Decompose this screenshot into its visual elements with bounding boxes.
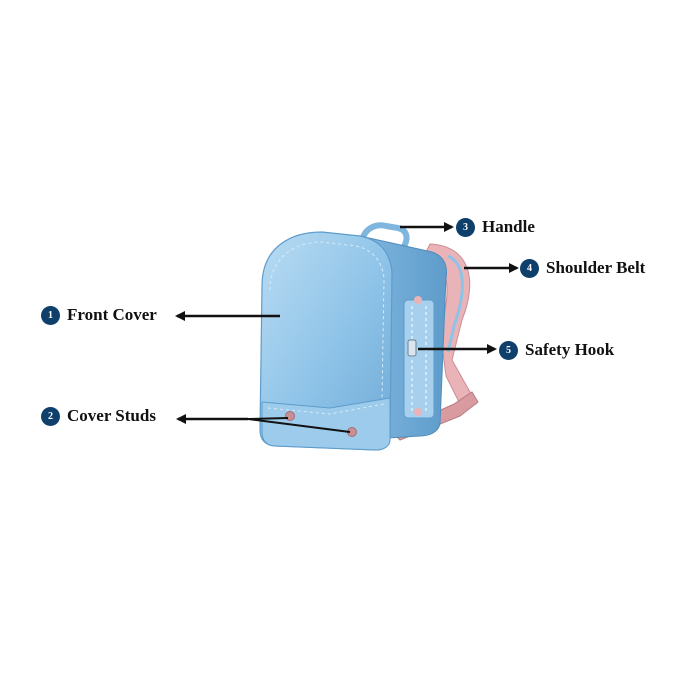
callout-label: Front Cover [67,305,157,324]
callout-label: Shoulder Belt [546,258,646,277]
callout-number-badge: 1 [41,305,60,325]
callout-cover-studs: 2 Cover Studs [41,406,156,426]
callout-label: Safety Hook [525,340,615,359]
side-pocket [403,299,435,419]
callout-number-badge: 4 [520,258,539,278]
callout-safety-hook: 5 Safety Hook [499,340,614,360]
leader-stud-left [247,417,289,420]
callout-handle: 3 Handle [456,217,535,237]
handle [359,222,410,249]
callout-shoulder-belt: 4 Shoulder Belt [520,258,645,278]
callout-number-badge: 3 [456,217,475,237]
callout-number-badge: 2 [41,406,60,426]
safety-hook [407,339,417,357]
callout-label: Handle [482,217,535,236]
leader-stud-right [247,418,351,433]
callout-label: Cover Studs [67,406,156,425]
callout-front-cover: 1 Front Cover [41,305,157,325]
cover-stitch [269,241,385,401]
shoulder-belt-inner [446,254,464,353]
callout-number-badge: 5 [499,340,518,360]
cover-stud-left [285,411,295,421]
